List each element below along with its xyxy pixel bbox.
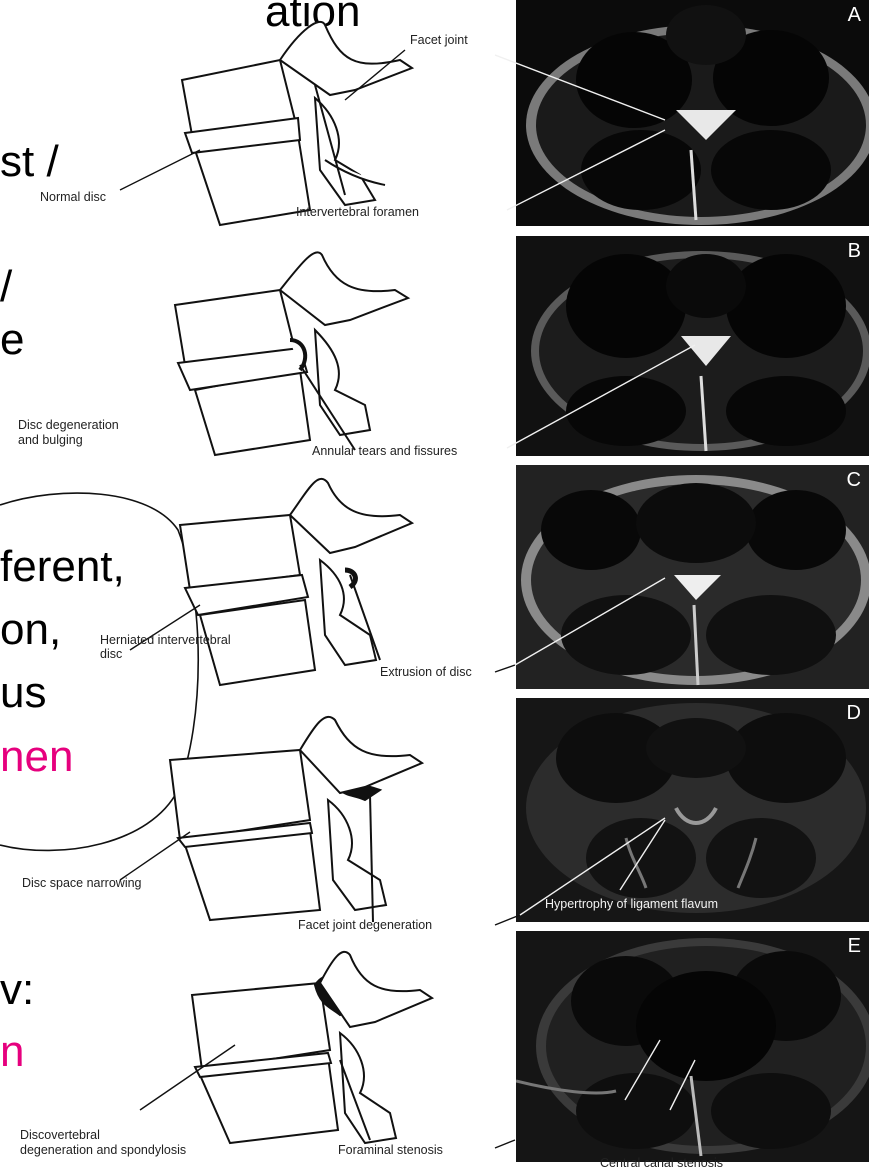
label-annular-tears: Annular tears and fissures (312, 444, 457, 458)
label-discovertebral-2: degeneration and spondylosis (20, 1143, 186, 1157)
label-extrusion: Extrusion of disc (380, 665, 472, 679)
label-normal-disc: Normal disc (40, 190, 106, 204)
label-disc-degeneration-2: and bulging (18, 433, 83, 447)
label-discovertebral: Discovertebral (20, 1128, 100, 1142)
label-facet-joint-degeneration: Facet joint degeneration (298, 918, 432, 932)
label-foraminal-stenosis: Foraminal stenosis (338, 1143, 443, 1157)
label-disc-degeneration: Disc degeneration (18, 418, 119, 432)
label-disc-space-narrowing: Disc space narrowing (22, 876, 142, 890)
label-herniated-disc-2: disc (100, 647, 122, 661)
label-central-canal-stenosis: Central canal stenosis (600, 1156, 723, 1170)
label-hypertrophy: Hypertrophy of ligament flavum (545, 897, 718, 911)
label-herniated-disc: Herniated intervertebral (100, 633, 231, 647)
label-facet-joint: Facet joint (410, 33, 468, 47)
label-intervertebral-foramen: Intervertebral foramen (296, 205, 419, 219)
